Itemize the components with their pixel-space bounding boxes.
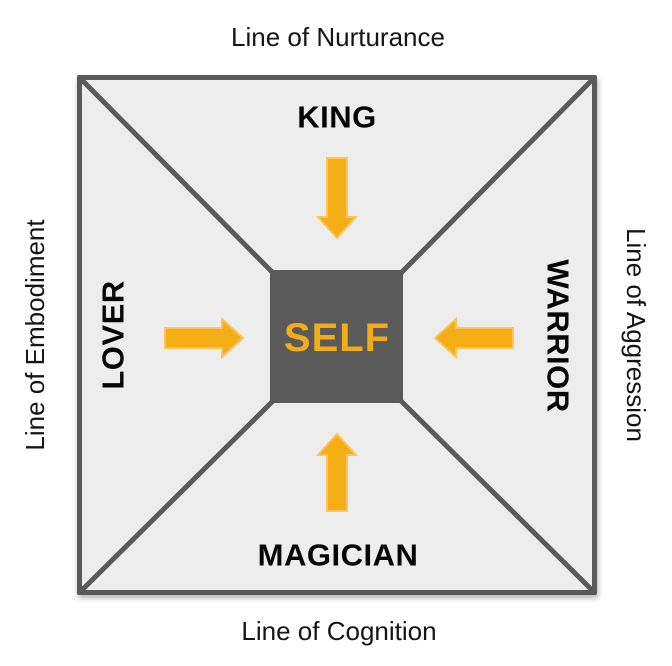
axis-label-embodiment: Line of Embodiment <box>20 219 50 451</box>
axis-label-aggression: Line of Aggression <box>621 228 651 442</box>
archetype-label-magician: MAGICIAN <box>257 537 419 573</box>
archetype-label-king: KING <box>297 99 377 135</box>
axis-label-cognition: Line of Cognition <box>241 616 437 646</box>
center-self-label: SELF <box>283 316 391 360</box>
axis-label-nurturance: Line of Nurturance <box>231 22 445 52</box>
archetype-label-warrior: WARRIOR <box>540 259 576 413</box>
archetype-label-lover: LOVER <box>95 280 131 390</box>
